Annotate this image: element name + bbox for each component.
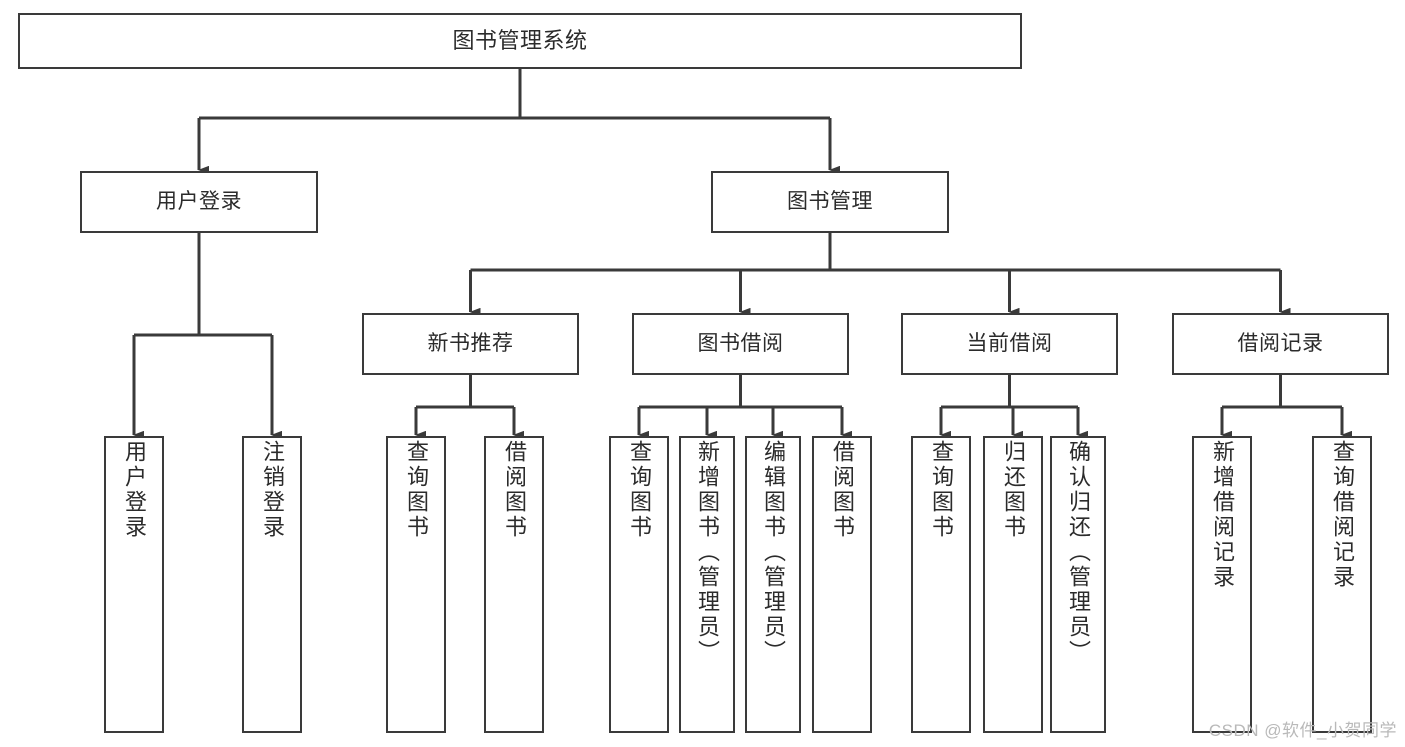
node-label: 查询借阅记录 — [1330, 440, 1355, 590]
node-label: 新书推荐 — [427, 332, 514, 356]
node-root[interactable]: 图书管理系统 — [18, 13, 1022, 69]
node-leaf-query-borrow-record[interactable]: 查询借阅记录 — [1312, 436, 1372, 733]
node-label: 图书借阅 — [697, 332, 784, 356]
connector-conn-book-borrow — [637, 375, 852, 440]
node-leaf-return-book[interactable]: 归还图书 — [983, 436, 1043, 733]
node-label: 借阅图书 — [502, 440, 527, 540]
node-label: 图书管理系统 — [452, 27, 588, 53]
node-label: 查询图书 — [929, 440, 954, 540]
node-label: 新增图书（管理员） — [695, 440, 720, 665]
node-label: 编辑图书（管理员） — [761, 440, 786, 665]
node-label: 借阅记录 — [1237, 332, 1324, 356]
node-label: 归还图书 — [1001, 440, 1026, 540]
node-leaf-user-login[interactable]: 用户登录 — [104, 436, 164, 733]
node-leaf-confirm-return-admin[interactable]: 确认归还（管理员） — [1050, 436, 1106, 733]
node-label: 查询图书 — [404, 440, 429, 540]
node-current-borrow[interactable]: 当前借阅 — [901, 313, 1118, 375]
connector-conn-user-login — [132, 233, 282, 440]
node-label: 当前借阅 — [966, 332, 1053, 356]
node-new-book-recommend[interactable]: 新书推荐 — [362, 313, 579, 375]
connector-conn-new-book-recommend — [414, 375, 524, 440]
node-label: 确认归还（管理员） — [1066, 440, 1091, 665]
connector-conn-borrow-record — [1220, 375, 1352, 440]
node-label: 注销登录 — [260, 440, 285, 540]
connector-conn-current-borrow — [939, 375, 1088, 440]
node-leaf-query-book-1[interactable]: 查询图书 — [386, 436, 446, 733]
node-label: 图书管理 — [787, 190, 873, 214]
node-leaf-query-book-2[interactable]: 查询图书 — [609, 436, 669, 733]
connector-conn-root — [197, 69, 840, 175]
node-user-login[interactable]: 用户登录 — [80, 171, 318, 233]
node-leaf-logout[interactable]: 注销登录 — [242, 436, 302, 733]
node-leaf-query-book-3[interactable]: 查询图书 — [911, 436, 971, 733]
connector-conn-book-management — [469, 233, 1291, 317]
node-book-management[interactable]: 图书管理 — [711, 171, 949, 233]
node-leaf-borrow-book-2[interactable]: 借阅图书 — [812, 436, 872, 733]
node-label: 查询图书 — [627, 440, 652, 540]
node-leaf-edit-book-admin[interactable]: 编辑图书（管理员） — [745, 436, 801, 733]
node-label: 用户登录 — [156, 190, 242, 214]
node-leaf-add-borrow-record[interactable]: 新增借阅记录 — [1192, 436, 1252, 733]
node-label: 借阅图书 — [830, 440, 855, 540]
node-book-borrow[interactable]: 图书借阅 — [632, 313, 849, 375]
node-leaf-add-book-admin[interactable]: 新增图书（管理员） — [679, 436, 735, 733]
node-leaf-borrow-book-1[interactable]: 借阅图书 — [484, 436, 544, 733]
node-label: 用户登录 — [122, 440, 147, 540]
node-label: 新增借阅记录 — [1210, 440, 1235, 590]
node-borrow-record[interactable]: 借阅记录 — [1172, 313, 1389, 375]
